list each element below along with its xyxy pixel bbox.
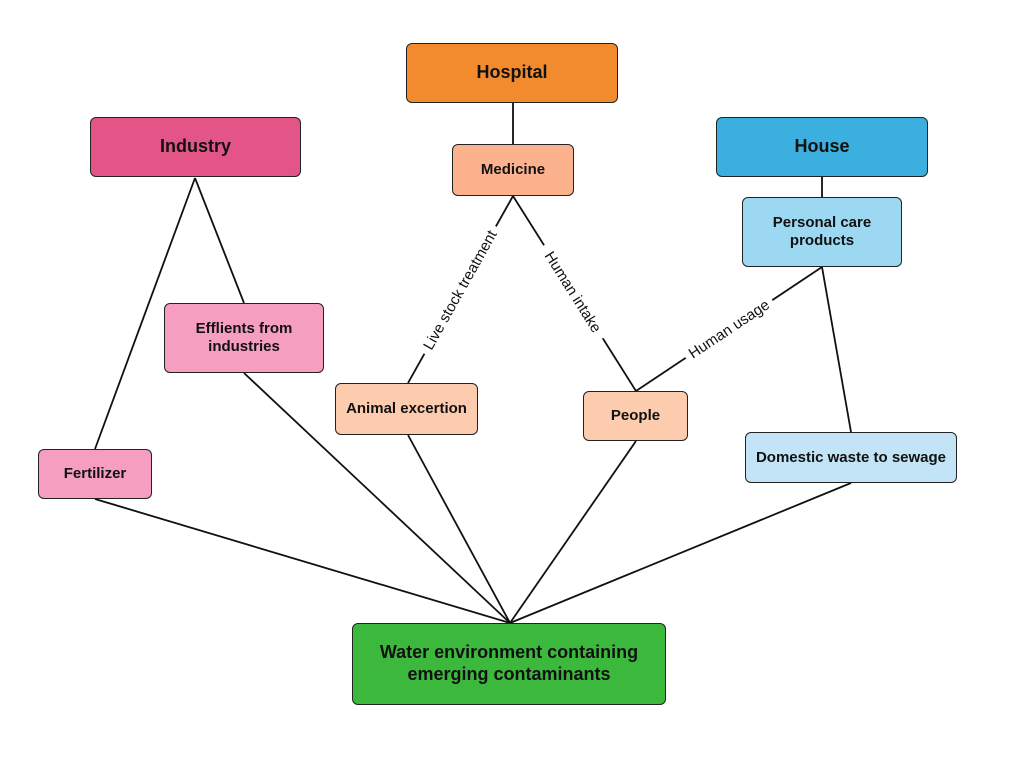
edge-people-water <box>509 440 637 624</box>
node-medicine-label: Medicine <box>480 161 546 178</box>
node-industry: Industry <box>90 117 301 177</box>
edge-effluents-water <box>243 372 511 624</box>
node-domestic-waste-label: Domestic waste to sewage <box>755 448 947 466</box>
edge-animal-water <box>407 434 511 624</box>
edge-industry-fertilizer <box>94 177 196 450</box>
node-hospital: Hospital <box>406 43 618 103</box>
node-house-label: House <box>794 136 850 157</box>
edge-domestic-water <box>509 482 852 624</box>
edge-label-human-intake: Human intake <box>541 249 605 336</box>
edge-fertilizer-water <box>94 498 511 624</box>
node-animal-excretion: Animal excertion <box>335 383 478 435</box>
node-personal-care-products: Personal care products <box>742 197 902 267</box>
node-domestic-waste-to-sewage: Domestic waste to sewage <box>745 432 957 483</box>
node-house: House <box>716 117 928 177</box>
node-medicine: Medicine <box>452 144 574 196</box>
node-personal-care-label: Personal care products <box>772 214 872 249</box>
node-hospital-label: Hospital <box>476 62 548 83</box>
node-water-label: Water environment containing emerging co… <box>379 642 639 684</box>
node-fertilizer: Fertilizer <box>38 449 152 499</box>
node-people: People <box>583 391 688 441</box>
edge-label-human-usage: Human usage <box>686 296 773 362</box>
node-industry-label: Industry <box>159 136 231 157</box>
edge-industry-effluents <box>194 177 245 304</box>
node-effluents-label: Efflients from industries <box>195 320 293 355</box>
node-water-environment: Water environment containing emerging co… <box>352 623 666 705</box>
node-fertilizer-label: Fertilizer <box>63 465 127 482</box>
node-people-label: People <box>610 407 661 424</box>
edge-label-livestock: Live stock treatment <box>420 227 501 353</box>
node-animal-excretion-label: Animal excertion <box>346 400 467 417</box>
edge-personal-care-domestic <box>821 266 852 433</box>
node-effluents-from-industries: Efflients from industries <box>164 303 324 373</box>
